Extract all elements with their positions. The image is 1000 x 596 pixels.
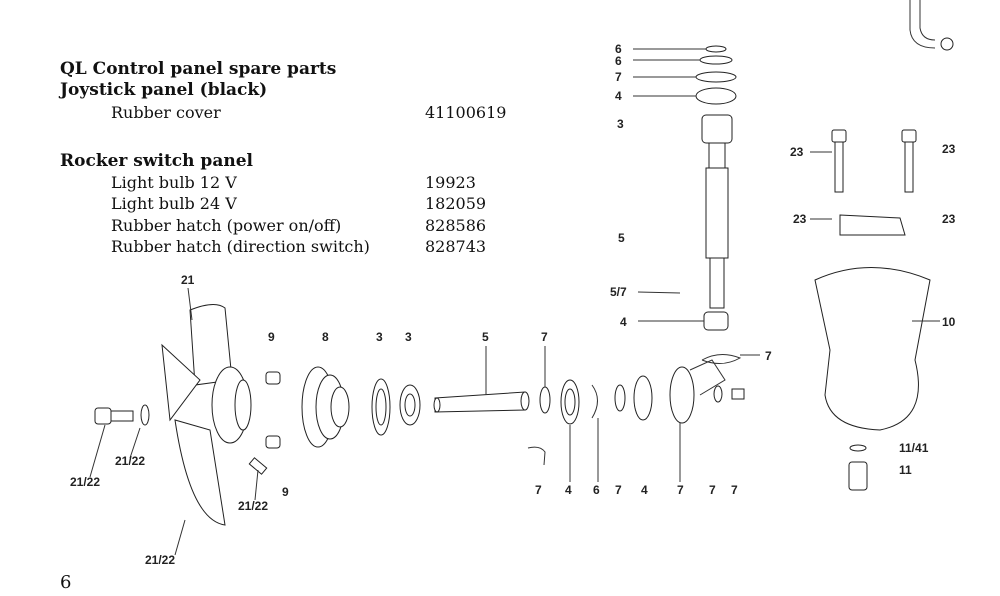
- svg-text:4: 4: [620, 315, 627, 329]
- svg-text:9: 9: [268, 330, 275, 344]
- bolt-part: [94, 404, 150, 426]
- section-heading-rocker: Rocker switch panel: [60, 151, 253, 171]
- part-number: 41100619: [425, 103, 507, 122]
- svg-text:23: 23: [942, 142, 956, 156]
- svg-text:4: 4: [615, 89, 622, 103]
- svg-text:6: 6: [615, 54, 622, 68]
- svg-text:11/41: 11/41: [899, 441, 929, 455]
- svg-text:7: 7: [615, 70, 622, 84]
- svg-text:5: 5: [482, 330, 489, 344]
- svg-text:4: 4: [565, 483, 572, 497]
- svg-text:21/22: 21/22: [238, 499, 268, 513]
- svg-text:11: 11: [899, 463, 912, 477]
- svg-text:5/7: 5/7: [610, 285, 627, 299]
- callout-labels: 21 9 8 3 3 5 7 21/22 21/22 21/22 21/22 9…: [70, 42, 956, 567]
- hub-part: [301, 366, 350, 448]
- svg-text:7: 7: [541, 330, 548, 344]
- svg-text:3: 3: [376, 330, 383, 344]
- svg-text:7: 7: [731, 483, 738, 497]
- gear-housing-part: [814, 129, 931, 491]
- svg-text:7: 7: [765, 349, 772, 363]
- part-name: Rubber hatch (direction switch): [111, 237, 370, 256]
- svg-text:10: 10: [942, 315, 956, 329]
- bearing-part: [633, 375, 653, 421]
- svg-text:21/22: 21/22: [70, 475, 100, 489]
- propeller-part: [161, 304, 252, 526]
- svg-text:23: 23: [790, 145, 804, 159]
- part-name: Light bulb 24 V: [111, 194, 237, 213]
- clip-part: [591, 384, 598, 419]
- bearing-part: [564, 388, 576, 416]
- svg-text:21/22: 21/22: [115, 454, 145, 468]
- svg-text:23: 23: [793, 212, 807, 226]
- pin-part: [248, 371, 281, 475]
- part-number: 19923: [425, 173, 476, 192]
- bearing-part: [404, 393, 416, 417]
- svg-text:9: 9: [282, 485, 289, 499]
- svg-text:21/22: 21/22: [145, 553, 175, 567]
- svg-text:3: 3: [617, 117, 624, 131]
- svg-text:4: 4: [641, 483, 648, 497]
- seal-part: [539, 386, 551, 414]
- svg-text:6: 6: [593, 483, 600, 497]
- svg-text:7: 7: [615, 483, 622, 497]
- svg-text:23: 23: [942, 212, 956, 226]
- svg-text:8: 8: [322, 330, 329, 344]
- part-number: 828743: [425, 237, 487, 256]
- part-number: 828586: [425, 216, 487, 235]
- svg-text:7: 7: [677, 483, 684, 497]
- leader-lines: [89, 48, 940, 556]
- page-number: 6: [60, 572, 72, 593]
- svg-text:6: 6: [615, 42, 622, 56]
- pipe-fragment: [909, 0, 954, 51]
- vertical-shaft-assembly: [695, 45, 742, 364]
- bevel-gear-part: [669, 359, 745, 424]
- part-name: Rubber cover: [111, 103, 221, 122]
- svg-text:5: 5: [618, 231, 625, 245]
- page-title: QL Control panel spare parts: [60, 59, 337, 79]
- part-name: Light bulb 12 V: [111, 173, 237, 192]
- part-name: Rubber hatch (power on/off): [111, 216, 342, 235]
- clip-part: [527, 446, 546, 466]
- washer-part: [375, 388, 387, 426]
- svg-text:3: 3: [405, 330, 412, 344]
- svg-text:21: 21: [181, 273, 195, 287]
- shaft-part: [433, 391, 530, 413]
- svg-text:7: 7: [709, 483, 716, 497]
- seal-part: [614, 384, 626, 412]
- section-heading-joystick: Joystick panel (black): [60, 80, 268, 100]
- part-number: 182059: [425, 194, 487, 213]
- svg-text:7: 7: [535, 483, 542, 497]
